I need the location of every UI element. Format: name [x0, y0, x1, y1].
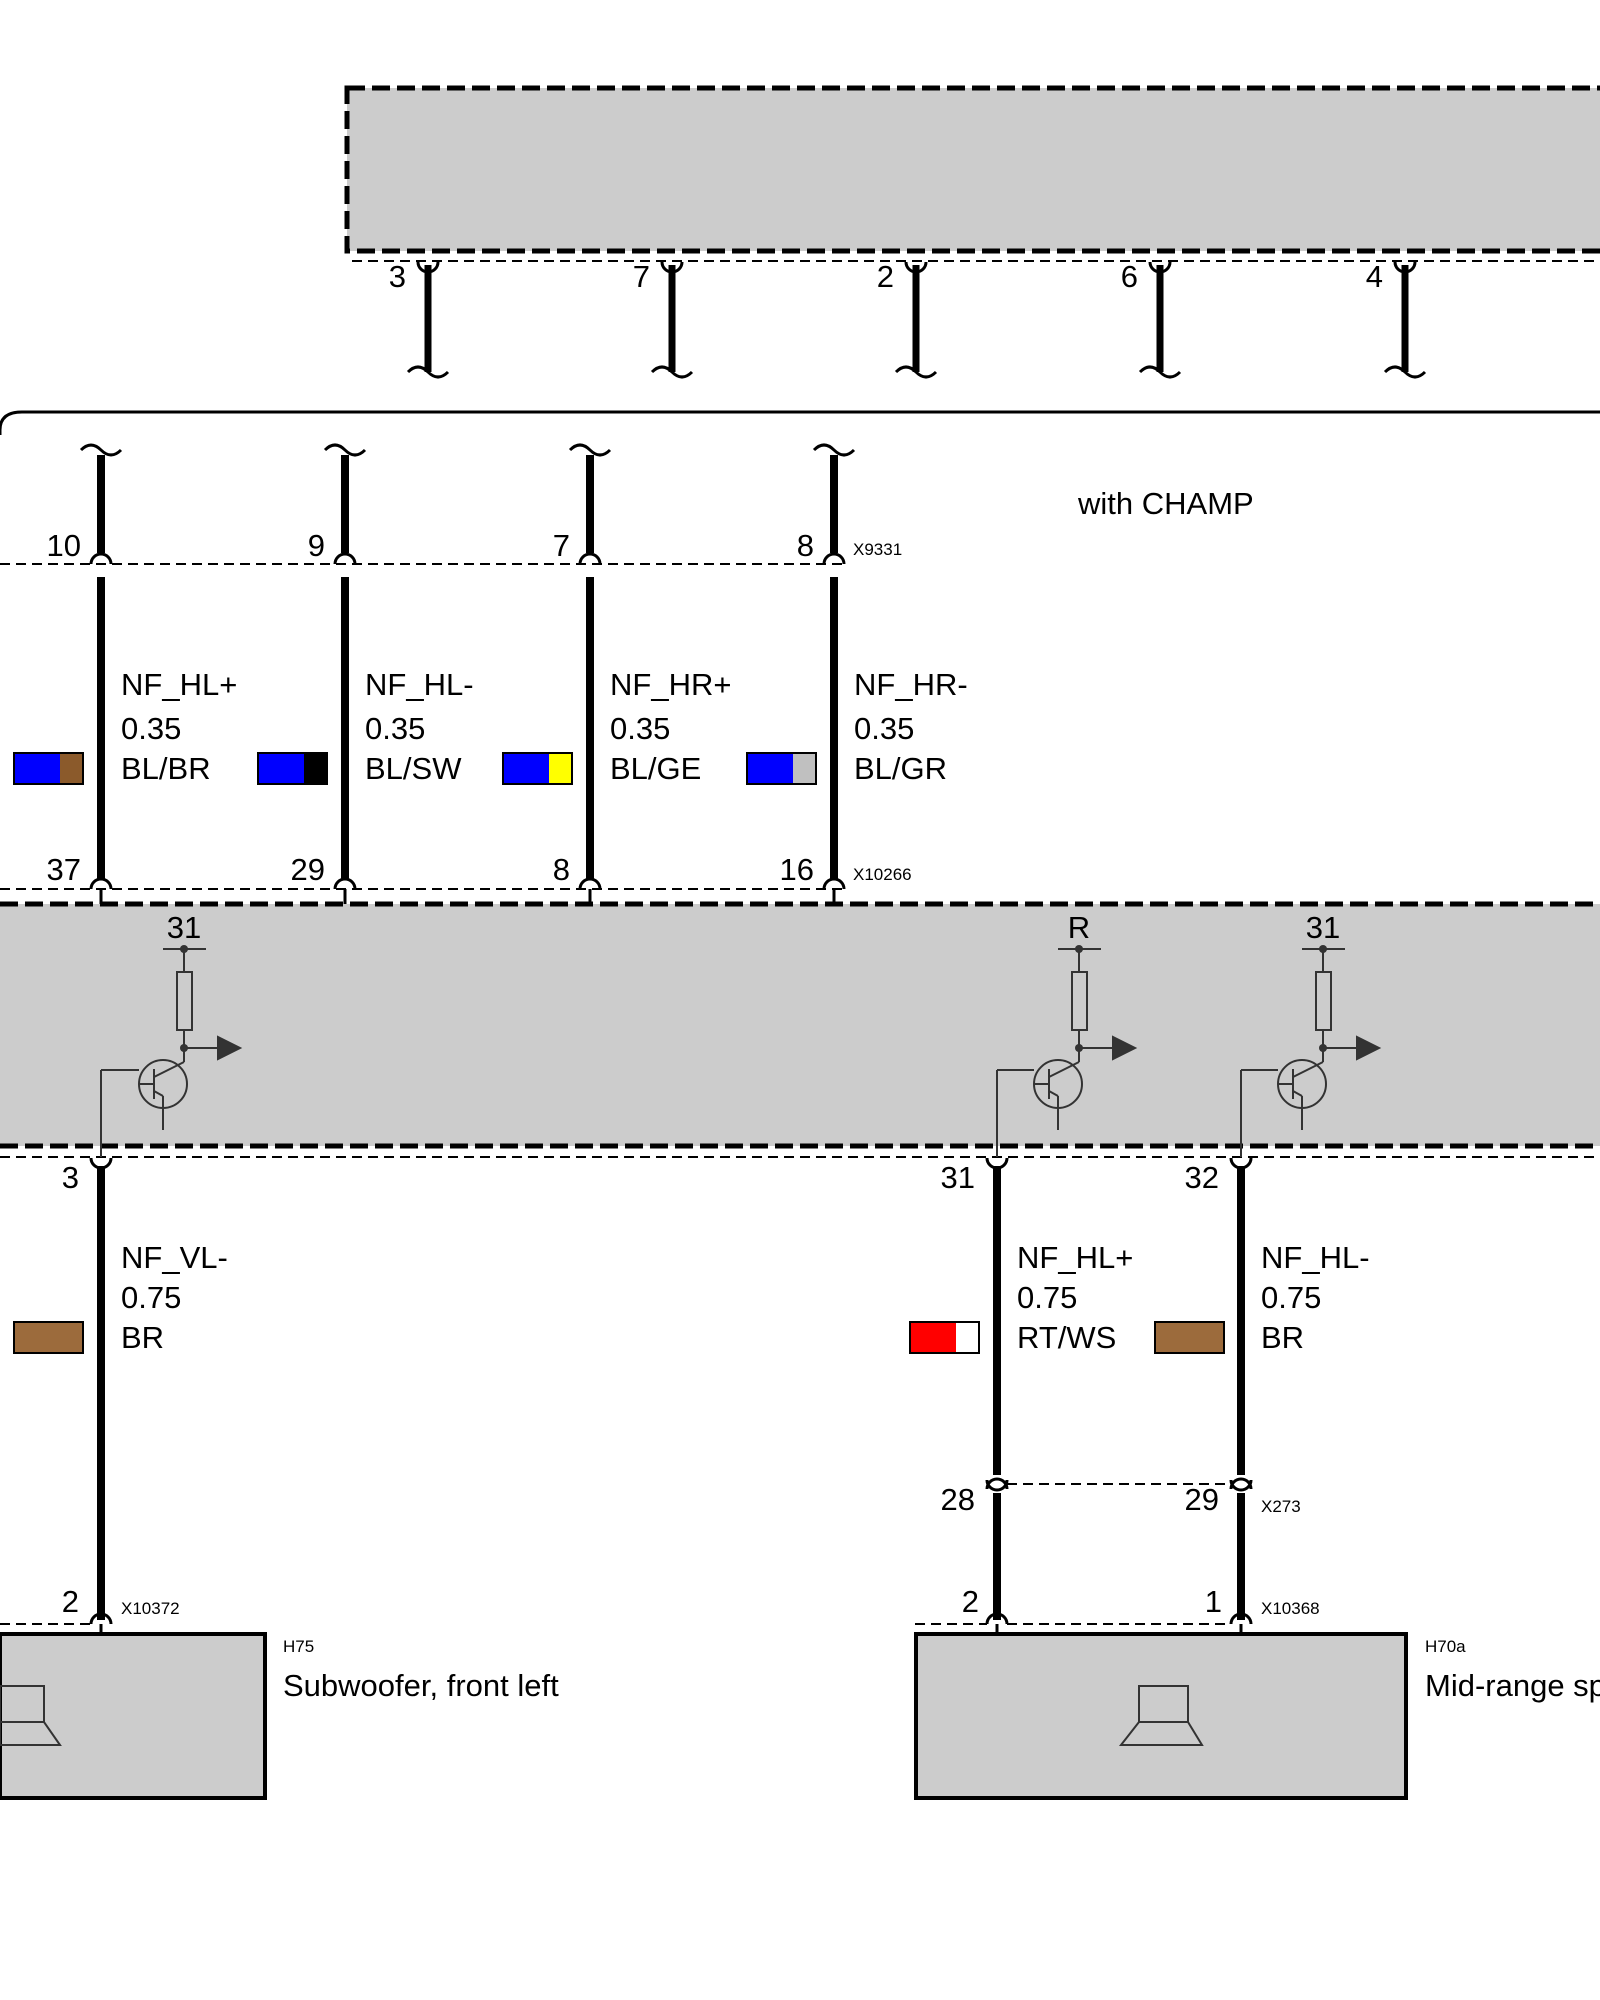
- wire-signal: NF_HL-: [1261, 1240, 1370, 1275]
- top-module: [344, 85, 1600, 262]
- transistor-stage-2: [996, 948, 1138, 1157]
- swatch-primary: [14, 753, 60, 784]
- speaker-id: H70a: [1425, 1637, 1466, 1656]
- speaker-icon: [1118, 1685, 1204, 1746]
- harness-color-swatches: [13, 752, 817, 785]
- wire-size: 0.35: [854, 711, 914, 746]
- top-pin-label: 2: [877, 259, 894, 294]
- supply-label: 31: [167, 910, 201, 945]
- swatch-secondary: [304, 753, 327, 784]
- output-wires: [89, 1157, 1253, 1634]
- wire-size: 0.35: [610, 711, 670, 746]
- speaker-connector-label: X10372: [121, 1599, 180, 1618]
- wire-signal: NF_HR+: [610, 667, 731, 702]
- wire-size: 0.35: [121, 711, 181, 746]
- harness-top-pin: 7: [553, 528, 570, 563]
- speaker-pin: 2: [962, 1584, 979, 1619]
- swatch-secondary: [956, 1322, 979, 1353]
- swatch-primary: [258, 753, 304, 784]
- harness-top-pin: 9: [308, 528, 325, 563]
- output-pin: 31: [941, 1160, 975, 1195]
- wire-signal: NF_HL+: [121, 667, 237, 702]
- speaker-icon: [0, 1685, 62, 1746]
- swatch-primary: [1154, 1321, 1225, 1354]
- amplifier-module: [0, 901, 1600, 1158]
- harness-bottom-pin: 37: [47, 852, 81, 887]
- wire-size: 0.75: [1261, 1280, 1321, 1315]
- connector-label-x10266: X10266: [853, 865, 912, 884]
- harness-wire-labels: NF_HL+ 0.35 BL/BR NF_HL- 0.35 BL/SW NF_H…: [121, 667, 968, 786]
- output-pin: 3: [62, 1160, 79, 1195]
- top-pin-label: 4: [1366, 259, 1383, 294]
- wire-color-code: BL/BR: [121, 751, 211, 786]
- supply-label: R: [1068, 910, 1090, 945]
- swatch-secondary: [549, 753, 572, 784]
- wire-signal: NF_HR-: [854, 667, 968, 702]
- swatch-primary: [503, 753, 549, 784]
- swatch-secondary: [60, 753, 83, 784]
- output-pin: 32: [1185, 1160, 1219, 1195]
- harness-bottom-pin: 16: [780, 852, 814, 887]
- inline-connector-x273: 28 29 X273: [941, 1482, 1301, 1517]
- wire-signal: NF_HL-: [365, 667, 474, 702]
- harness-top-pin: 8: [797, 528, 814, 563]
- wire-color-code: BR: [121, 1320, 164, 1355]
- connector-label-x9331: X9331: [853, 540, 902, 559]
- speaker-id: H75: [283, 1637, 314, 1656]
- output-color-swatches: [13, 1321, 1225, 1354]
- wire-signal: NF_HL+: [1017, 1240, 1133, 1275]
- wire-size: 0.75: [121, 1280, 181, 1315]
- swatch-primary: [747, 753, 793, 784]
- top-pin-label: 6: [1121, 259, 1138, 294]
- inline-connector-label: X273: [1261, 1497, 1301, 1516]
- speaker-pin: 2: [62, 1584, 79, 1619]
- top-module-pins: 3 7 2 6 4: [389, 259, 1427, 379]
- harness-note: with CHAMP: [1077, 486, 1254, 521]
- transistor-stage-1: [100, 948, 243, 1157]
- harness-top-pin: 10: [47, 528, 81, 563]
- speaker-pin: 1: [1205, 1584, 1222, 1619]
- swatch-secondary: [793, 753, 816, 784]
- wire-color-code: BL/GR: [854, 751, 947, 786]
- harness-bottom-pin: 29: [291, 852, 325, 887]
- output-wire-labels: NF_VL- 0.75 BR NF_HL+ 0.75 RT/WS NF_HL- …: [121, 1240, 1370, 1355]
- wire-color-code: RT/WS: [1017, 1320, 1116, 1355]
- harness-bottom-pin: 8: [553, 852, 570, 887]
- wire-color-code: BL/SW: [365, 751, 462, 786]
- swatch-primary: [13, 1321, 84, 1354]
- supply-label: 31: [1306, 910, 1340, 945]
- inline-pin: 28: [941, 1482, 975, 1517]
- wire-color-code: BR: [1261, 1320, 1304, 1355]
- speaker-connector-label: X10368: [1261, 1599, 1320, 1618]
- wire-size: 0.35: [365, 711, 425, 746]
- speaker-subwoofer: 2 X10372 H75 Subwoofer, front left: [0, 1584, 559, 1800]
- harness-wires: [79, 443, 856, 904]
- inline-pin: 29: [1185, 1482, 1219, 1517]
- harness-outline: [0, 410, 1600, 435]
- wire-size: 0.75: [1017, 1280, 1077, 1315]
- speaker-mid-range: 2 1 X10368 H70a Mid-range sp: [914, 1584, 1600, 1800]
- wire-color-code: BL/GE: [610, 751, 701, 786]
- swatch-primary: [910, 1322, 956, 1353]
- top-pin-label: 3: [389, 259, 406, 294]
- speaker-name: Subwoofer, front left: [283, 1668, 559, 1703]
- top-pin-label: 7: [633, 259, 650, 294]
- speaker-name: Mid-range sp: [1425, 1668, 1600, 1703]
- wire-signal: NF_VL-: [121, 1240, 228, 1275]
